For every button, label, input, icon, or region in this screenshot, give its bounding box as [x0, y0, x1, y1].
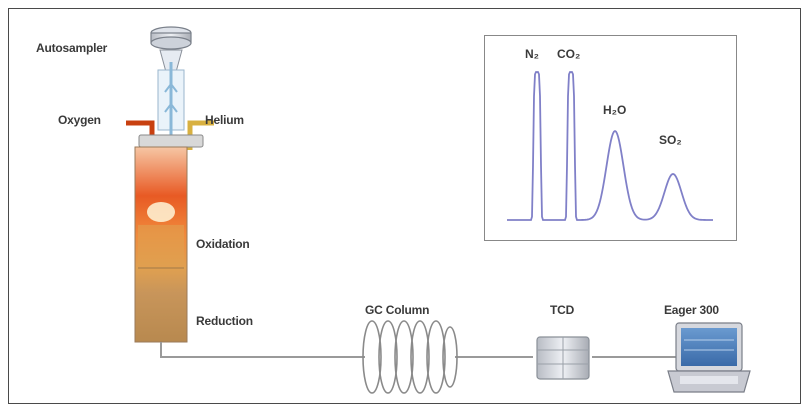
peak-label: H₂O [603, 103, 626, 117]
helium-label: Helium [205, 113, 244, 127]
reduction-label: Reduction [196, 314, 253, 328]
peak-label: N₂ [525, 47, 539, 61]
oxygen-label: Oxygen [58, 113, 101, 127]
reactor-column [134, 134, 204, 343]
gc-column-label: GC Column [365, 303, 430, 317]
tcd-detector-icon [536, 336, 590, 380]
tcd-label: TCD [550, 303, 575, 317]
chromatogram-trace [507, 71, 713, 221]
autosampler-label: Autosampler [36, 41, 108, 55]
gc-column-icon [362, 320, 458, 394]
software-label: Eager 300 [664, 303, 719, 317]
peak-label: SO₂ [659, 133, 682, 147]
peak-label: CO₂ [557, 47, 580, 61]
laptop-icon [667, 322, 751, 393]
oxidation-label: Oxidation [196, 237, 250, 251]
chromatogram-panel: N₂ CO₂ H₂O SO₂ [484, 35, 737, 241]
chromatogram-svg: N₂ CO₂ H₂O SO₂ [507, 47, 713, 221]
gas-pipe [160, 342, 365, 358]
autosampler-icon [150, 26, 192, 73]
